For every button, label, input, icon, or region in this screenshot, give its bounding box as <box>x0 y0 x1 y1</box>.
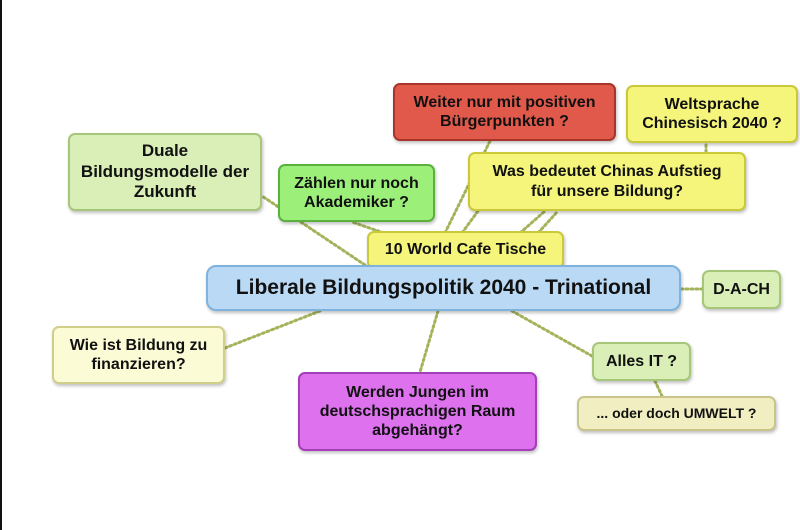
topic-text-line: deutschsprachigen Raum <box>319 402 516 420</box>
topic-buergerpunkte[interactable]: Weiter nur mit positiven Bürgerpunkten ? <box>393 83 616 141</box>
connector-tische-china-c <box>536 209 560 235</box>
topic-text-line: Wie ist Bildung zu <box>69 336 208 354</box>
connector-center-jungen <box>418 309 440 374</box>
central-topic-label: Liberale Bildungspolitik 2040 - Trinatio… <box>235 276 652 300</box>
topic-umwelt[interactable]: ... oder doch UMWELT ? <box>577 396 776 431</box>
connector-center-finanz <box>223 309 322 350</box>
central-topic[interactable]: Liberale Bildungspolitik 2040 - Trinatio… <box>206 265 681 311</box>
topic-text-line: Werden Jungen im <box>346 383 489 401</box>
topic-world-cafe-tische[interactable]: 10 World Cafe Tische <box>367 231 564 269</box>
topic-text-line: abgehängt? <box>372 422 463 440</box>
topic-text-line: D-A-CH <box>713 280 770 298</box>
topic-text-line: finanzieren? <box>91 356 186 373</box>
connector-tische-china-a <box>460 209 480 235</box>
topic-dach[interactable]: D-A-CH <box>702 270 781 309</box>
topic-text-line: Zählen nur noch <box>294 174 419 192</box>
topic-duale-bildungsmodelle[interactable]: Duale Bildungsmodelle der Zukunft <box>68 133 262 211</box>
topic-chinas-aufstieg[interactable]: Was bedeutet Chinas Aufstieg für unsere … <box>468 152 746 211</box>
topic-text-line: Chinesisch 2040 ? <box>642 115 782 132</box>
topic-text-line: Duale <box>141 141 189 161</box>
topic-text-line: Akademiker ? <box>304 194 409 211</box>
topic-text-line: ... oder doch UMWELT ? <box>596 405 757 422</box>
topic-jungen-abgehaengt[interactable]: Werden Jungen im deutschsprachigen Raum … <box>298 372 537 451</box>
topic-weltsprache-chinesisch[interactable]: Weltsprache Chinesisch 2040 ? <box>626 85 798 143</box>
topic-text-line: Bürgerpunkten ? <box>440 113 569 130</box>
connector-it-umwelt <box>653 379 664 398</box>
topic-finanzierung[interactable]: Wie ist Bildung zu finanzieren? <box>52 326 225 384</box>
connector-tische-china-b <box>518 209 547 235</box>
topic-text-line: Alles IT ? <box>605 352 678 370</box>
topic-text-line: Bildungsmodelle der <box>80 161 250 181</box>
window-left-edge <box>0 0 2 530</box>
topic-text-line: Weltsprache <box>664 95 760 113</box>
connector-center-it <box>510 309 594 358</box>
topic-text-line: 10 World Cafe Tische <box>384 241 547 259</box>
topic-text-line: für unsere Bildung? <box>531 182 683 200</box>
topic-text-line: Was bedeutet Chinas Aufstieg <box>492 163 722 181</box>
topic-text-line: Weiter nur mit positiven <box>413 93 596 111</box>
topic-akademiker[interactable]: Zählen nur noch Akademiker ? <box>278 164 435 222</box>
topic-alles-it[interactable]: Alles IT ? <box>592 342 691 381</box>
topic-text-line: Zukunft <box>133 182 197 202</box>
